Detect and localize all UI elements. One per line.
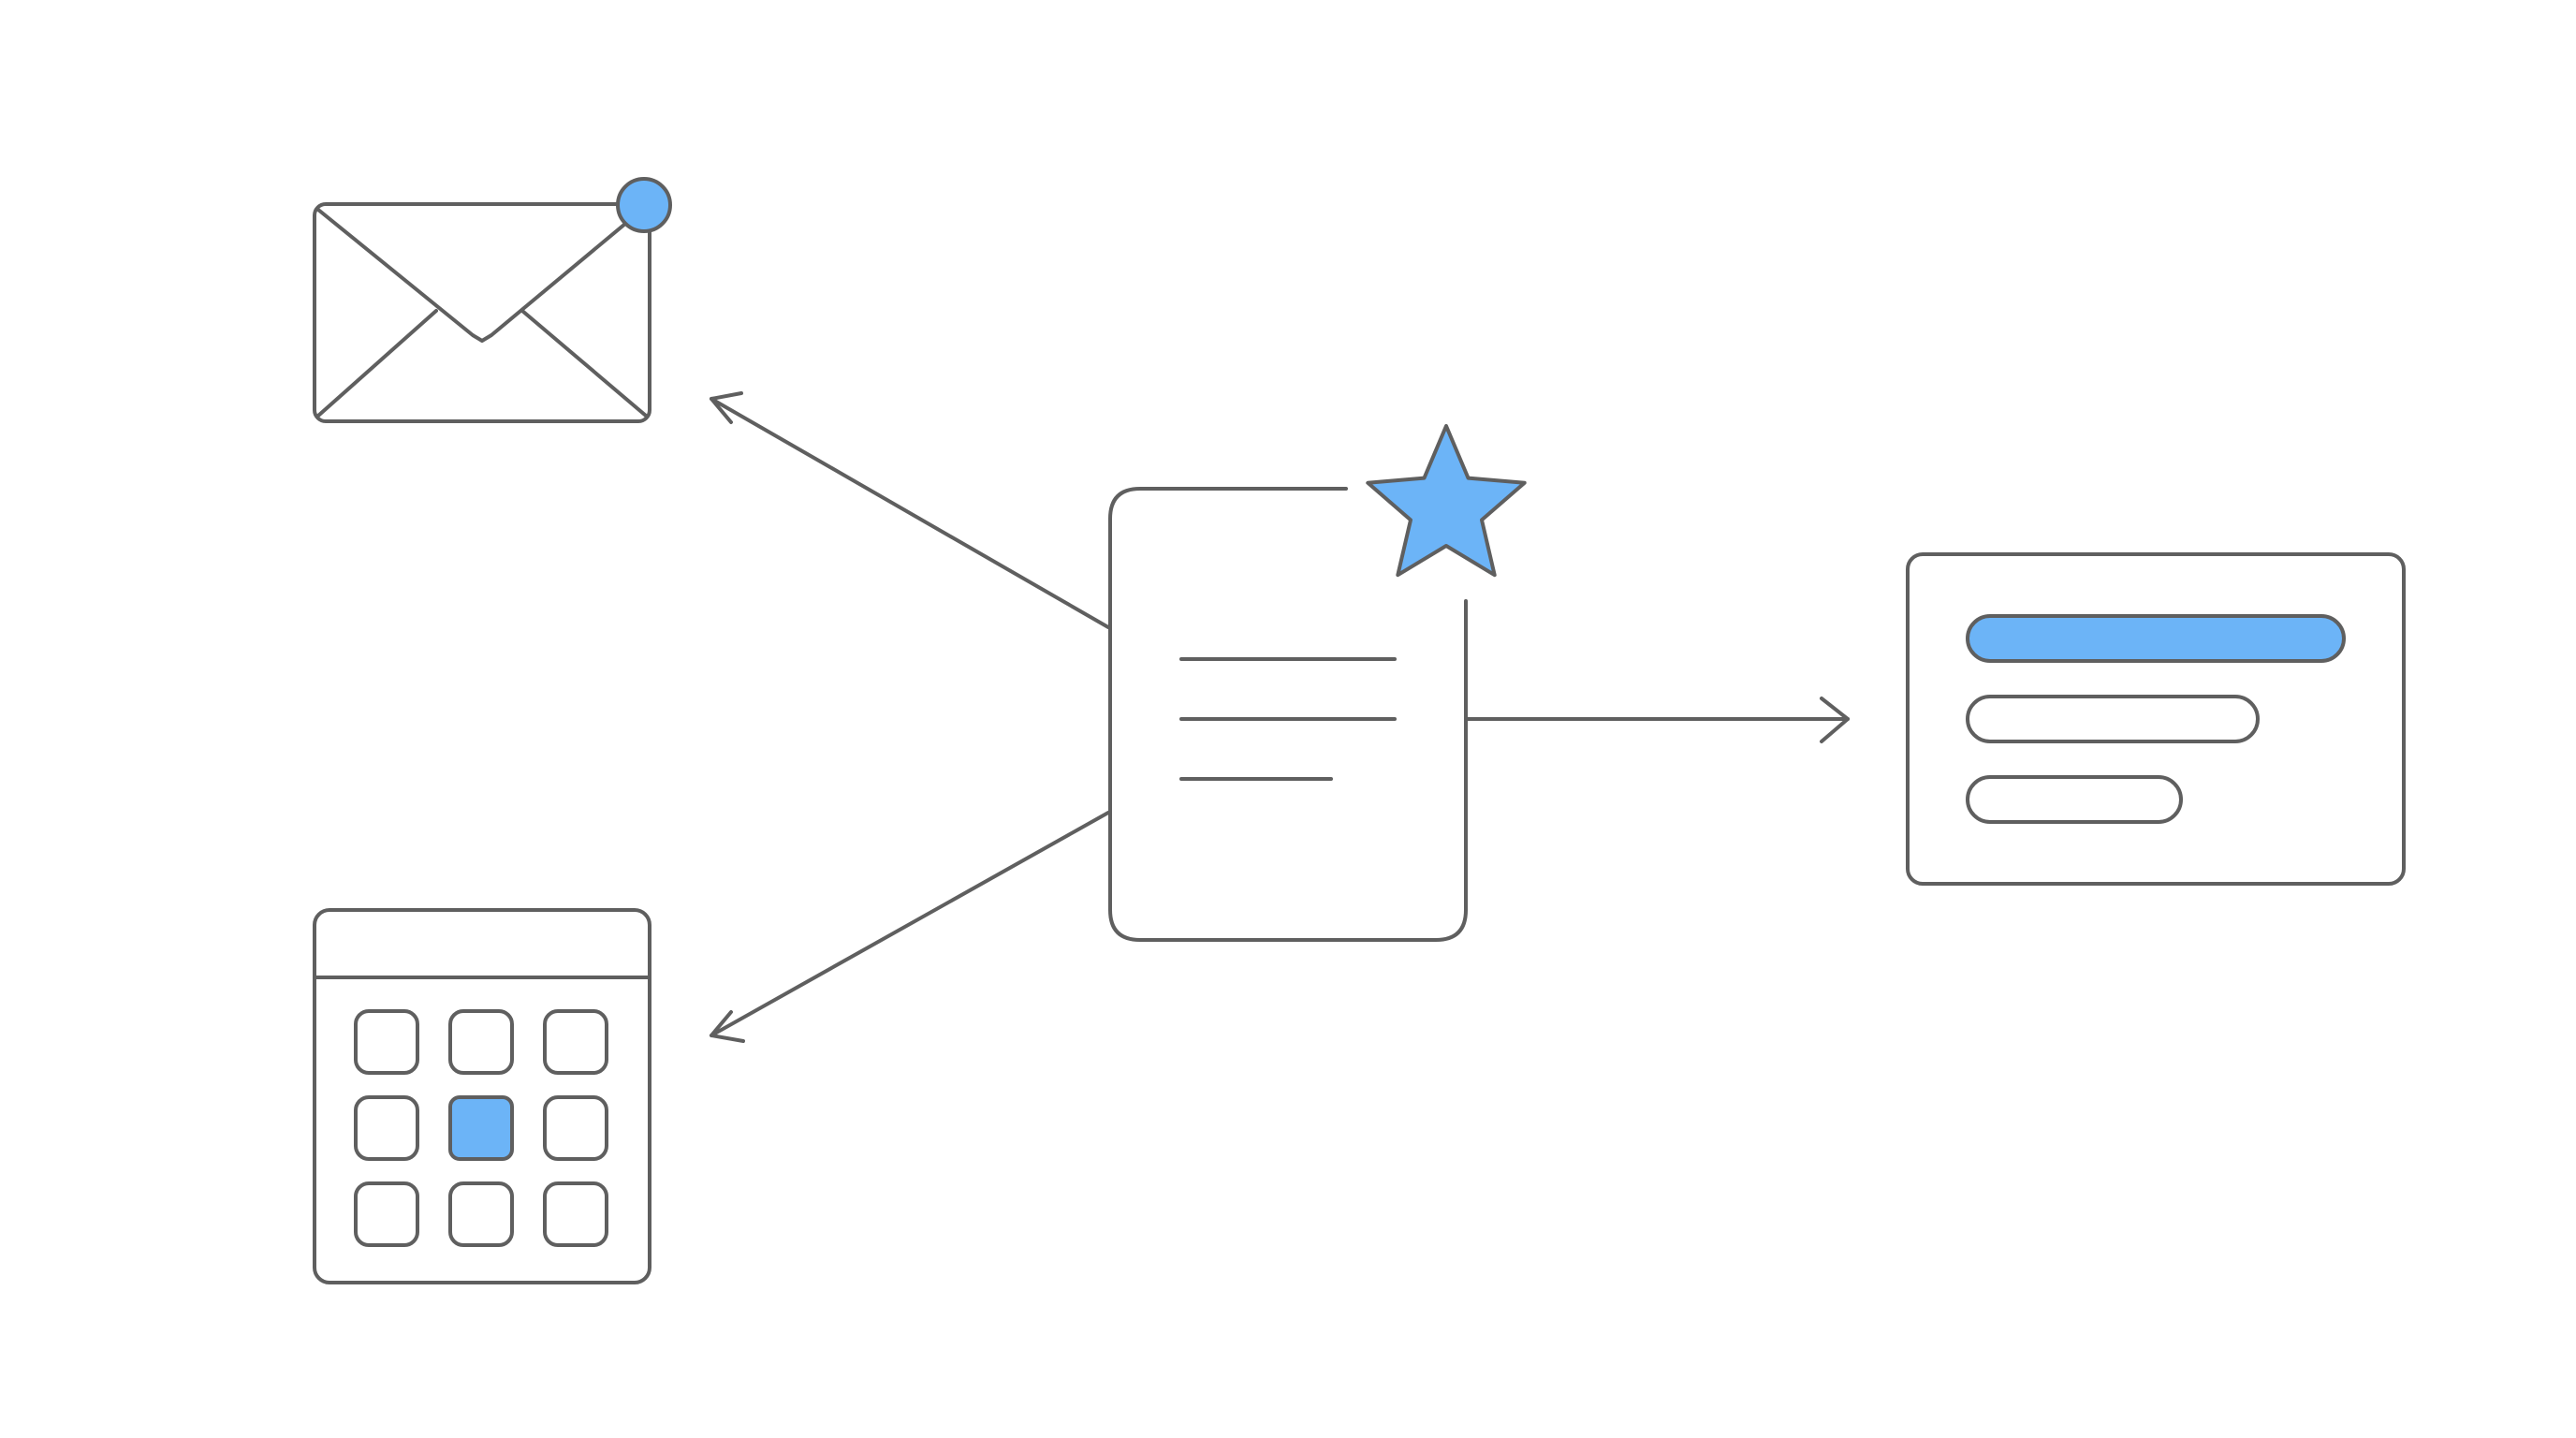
calendar-cell-highlighted bbox=[448, 1095, 514, 1161]
notification-dot bbox=[616, 177, 672, 233]
document-icon bbox=[1108, 424, 1527, 942]
panel-frame bbox=[1906, 552, 2406, 886]
envelope-body bbox=[313, 202, 651, 423]
calendar-cell bbox=[543, 1009, 608, 1075]
star-icon bbox=[1366, 424, 1527, 578]
connector-to-calendar bbox=[710, 811, 1110, 1043]
calendar-cell bbox=[354, 1009, 419, 1075]
document-outline bbox=[1108, 487, 1468, 942]
calendar-cell bbox=[448, 1009, 514, 1075]
envelope-flap bbox=[316, 208, 644, 343]
arrow-line-to-calendar bbox=[710, 811, 1110, 1037]
calendar-cell bbox=[448, 1181, 514, 1247]
arrowhead-to-list-panel bbox=[1820, 697, 1850, 743]
calendar-frame bbox=[313, 908, 651, 1284]
list-row bbox=[1966, 775, 2183, 824]
calendar-cell bbox=[543, 1181, 608, 1247]
envelope-fold-right bbox=[520, 309, 648, 418]
envelope-fold-left bbox=[316, 309, 438, 418]
connector-to-mail bbox=[710, 391, 1110, 629]
calendar-cell bbox=[354, 1181, 419, 1247]
arrowhead-to-mail bbox=[710, 391, 743, 424]
calendar-cell bbox=[543, 1095, 608, 1161]
calendar-icon bbox=[313, 908, 651, 1284]
calendar-cell bbox=[354, 1095, 419, 1161]
list-row bbox=[1966, 695, 2260, 743]
list-panel-icon bbox=[1906, 552, 2406, 886]
connector-to-list-panel bbox=[1466, 697, 1850, 743]
list-row-highlighted bbox=[1966, 614, 2346, 663]
mail-icon bbox=[313, 177, 672, 423]
arrow-line-to-mail bbox=[710, 397, 1110, 629]
arrowhead-to-calendar bbox=[710, 1010, 745, 1043]
